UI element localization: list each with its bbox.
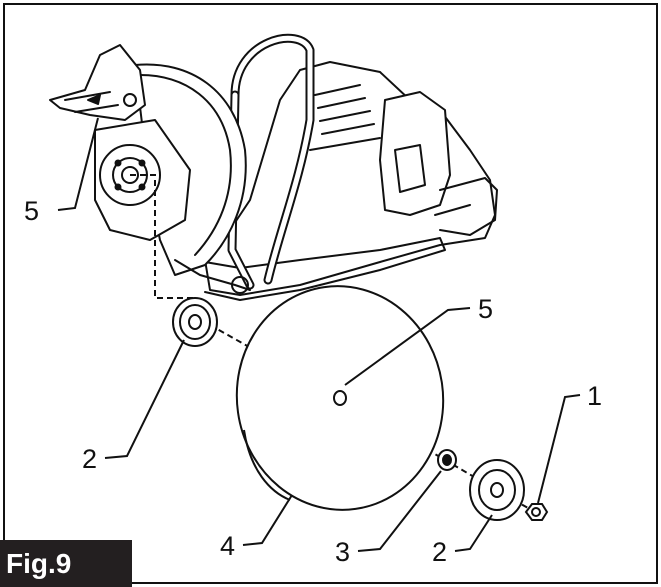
leader-bushing — [357, 470, 442, 552]
figure-label: Fig.9 — [0, 540, 132, 587]
leader-center-hole — [344, 307, 471, 386]
leader-inner-flange — [104, 339, 185, 459]
power-cutter-illustration — [49, 33, 498, 301]
callout-hex-bolt: 1 — [587, 381, 602, 411]
callout-outer-flange: 2 — [432, 537, 447, 567]
callout-blade-center-hole: 5 — [478, 294, 493, 324]
callout-bushing: 3 — [335, 537, 350, 567]
figure-border — [3, 3, 658, 584]
outer-flange — [469, 459, 525, 521]
leader-outer-flange — [454, 514, 493, 552]
callout-inner-flange: 2 — [82, 444, 97, 474]
leader-blade — [242, 494, 293, 546]
cutting-blade — [235, 285, 445, 511]
leader-hex-bolt — [537, 394, 581, 504]
bushing — [437, 449, 457, 471]
hex-bolt — [524, 503, 549, 521]
callout-saw-spindle: 5 — [24, 196, 39, 226]
inner-flange — [172, 297, 218, 347]
leader-saw-spindle — [57, 117, 99, 211]
callout-blade: 4 — [220, 531, 235, 561]
leader-lines — [57, 117, 581, 552]
